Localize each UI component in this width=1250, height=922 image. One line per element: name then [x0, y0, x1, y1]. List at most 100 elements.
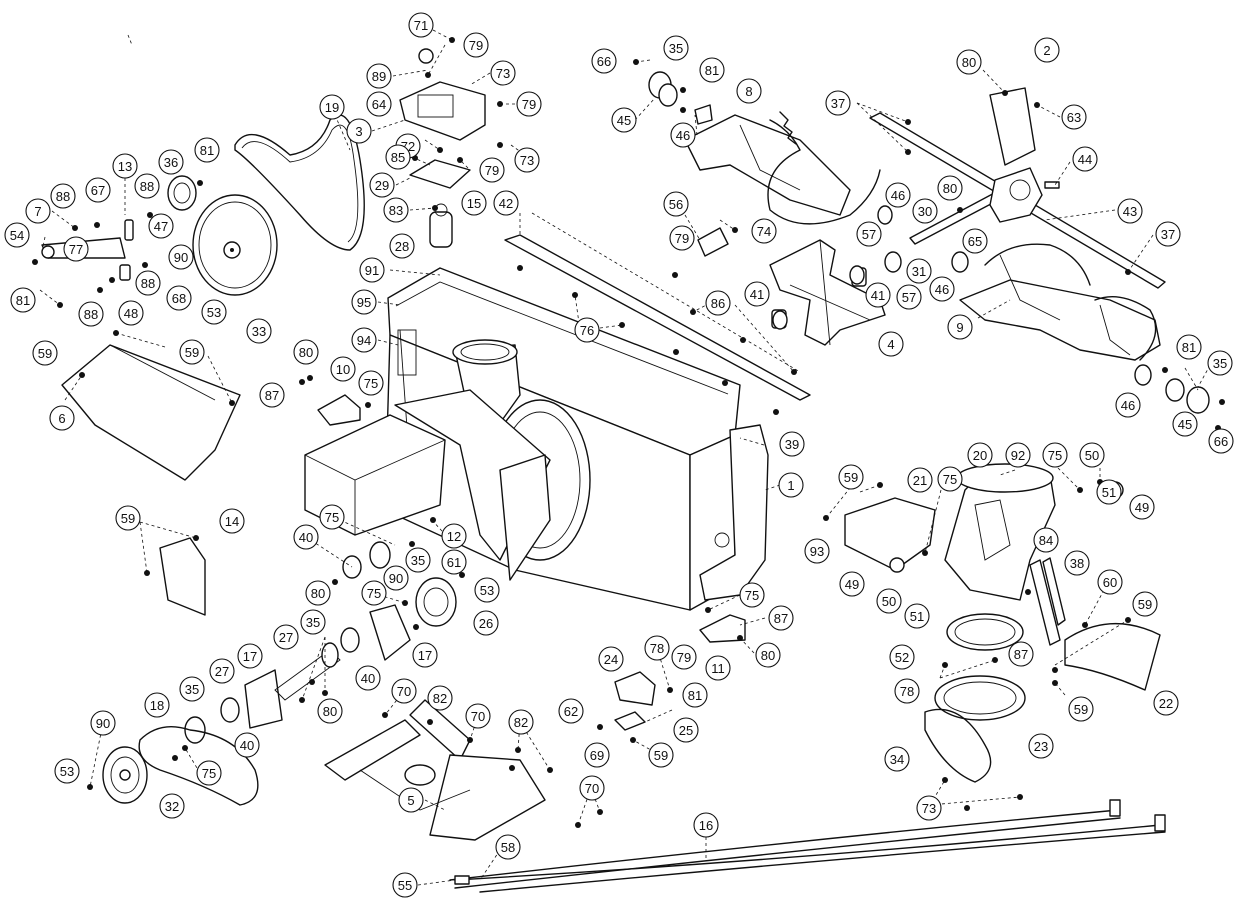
callout-90: 90 — [168, 244, 194, 270]
callout-circle — [408, 12, 434, 38]
callout-circle — [479, 157, 505, 183]
callout-circle — [196, 760, 222, 786]
callout-label: 73 — [520, 153, 534, 168]
callout-circle — [744, 281, 770, 307]
callout-circle — [300, 609, 326, 635]
callout-circle — [856, 221, 882, 247]
callout-label: 52 — [895, 650, 909, 665]
part-drawings — [32, 37, 1225, 893]
callout-circle — [355, 665, 381, 691]
callout-circle — [115, 505, 141, 531]
callout-circle — [682, 682, 708, 708]
callout-circle — [907, 467, 933, 493]
callout-circle — [1153, 690, 1179, 716]
callout-label: 69 — [590, 748, 604, 763]
callout-circle — [885, 182, 911, 208]
callout-57: 57 — [896, 284, 922, 310]
callout-79: 79 — [463, 32, 489, 58]
callout-circle — [63, 236, 89, 262]
callout-label: 73 — [922, 801, 936, 816]
callout-label: 35 — [185, 682, 199, 697]
callout-label: 13 — [118, 159, 132, 174]
callout-50: 50 — [876, 588, 902, 614]
callout-40: 40 — [293, 524, 319, 550]
callout-label: 85 — [391, 150, 405, 165]
chute-guard-strip — [504, 234, 811, 401]
callout-78: 78 — [894, 678, 920, 704]
callout-circle — [669, 225, 695, 251]
callout-circle — [736, 78, 762, 104]
callout-circle — [158, 149, 184, 175]
belt-shield — [61, 344, 241, 481]
callout-circle — [1005, 442, 1031, 468]
callout-circle — [865, 282, 891, 308]
callout-40: 40 — [355, 665, 381, 691]
callout-label: 46 — [676, 128, 690, 143]
callout-label: 45 — [617, 113, 631, 128]
callout-19: 19 — [319, 94, 345, 120]
callout-35: 35 — [405, 547, 431, 573]
callout-label: 42 — [499, 196, 513, 211]
callout-42: 42 — [493, 190, 519, 216]
callout-82: 82 — [508, 709, 534, 735]
control-cables — [449, 799, 1166, 893]
bracket-11 — [699, 614, 746, 643]
callout-label: 5 — [407, 793, 414, 808]
callout-87: 87 — [1008, 641, 1034, 667]
callout-circle — [383, 565, 409, 591]
callout-label: 77 — [69, 242, 83, 257]
callout-49: 49 — [839, 571, 865, 597]
callout-circle — [508, 709, 534, 735]
callout-88: 88 — [50, 183, 76, 209]
callout-circle — [194, 137, 220, 163]
callout-4: 4 — [878, 331, 904, 357]
callout-54: 54 — [4, 222, 30, 248]
callout-circle — [705, 290, 731, 316]
callout-41: 41 — [865, 282, 891, 308]
callout-circle — [591, 48, 617, 74]
callout-label: 88 — [141, 276, 155, 291]
callout-label: 68 — [172, 291, 186, 306]
callout-12: 12 — [441, 523, 467, 549]
callout-9: 9 — [947, 314, 973, 340]
callout-circle — [148, 213, 174, 239]
callout-circle — [461, 190, 487, 216]
callout-circle — [383, 197, 409, 223]
callout-label: 48 — [124, 306, 138, 321]
callout-circle — [351, 327, 377, 353]
callout-label: 57 — [862, 227, 876, 242]
callout-label: 90 — [96, 716, 110, 731]
drive-belt-upper — [234, 114, 365, 251]
callout-label: 60 — [1103, 575, 1117, 590]
callout-25: 25 — [673, 717, 699, 743]
callout-60: 60 — [1097, 569, 1123, 595]
callout-circle — [929, 276, 955, 302]
callout-59: 59 — [1068, 696, 1094, 722]
callout-label: 7 — [34, 204, 41, 219]
callout-label: 4 — [887, 337, 894, 352]
callout-label: 88 — [84, 307, 98, 322]
callout-label: 75 — [367, 586, 381, 601]
callout-label: 90 — [389, 571, 403, 586]
callout-15: 15 — [461, 190, 487, 216]
callout-label: 43 — [1123, 204, 1137, 219]
callout-27: 27 — [209, 658, 235, 684]
callout-37: 37 — [825, 90, 851, 116]
callout-46: 46 — [885, 182, 911, 208]
callout-label: 80 — [311, 586, 325, 601]
callout-label: 67 — [91, 183, 105, 198]
callout-81: 81 — [682, 682, 708, 708]
callout-63: 63 — [1061, 104, 1087, 130]
callout-label: 91 — [365, 263, 379, 278]
callout-label: 41 — [871, 288, 885, 303]
callout-label: 17 — [418, 648, 432, 663]
callout-label: 27 — [279, 630, 293, 645]
callout-label: 1 — [787, 478, 794, 493]
callout-label: 40 — [361, 671, 375, 686]
callout-88: 88 — [134, 173, 160, 199]
callout-circle — [49, 405, 75, 431]
callout-circle — [10, 287, 36, 313]
callout-48: 48 — [118, 300, 144, 326]
callout-73: 73 — [916, 795, 942, 821]
